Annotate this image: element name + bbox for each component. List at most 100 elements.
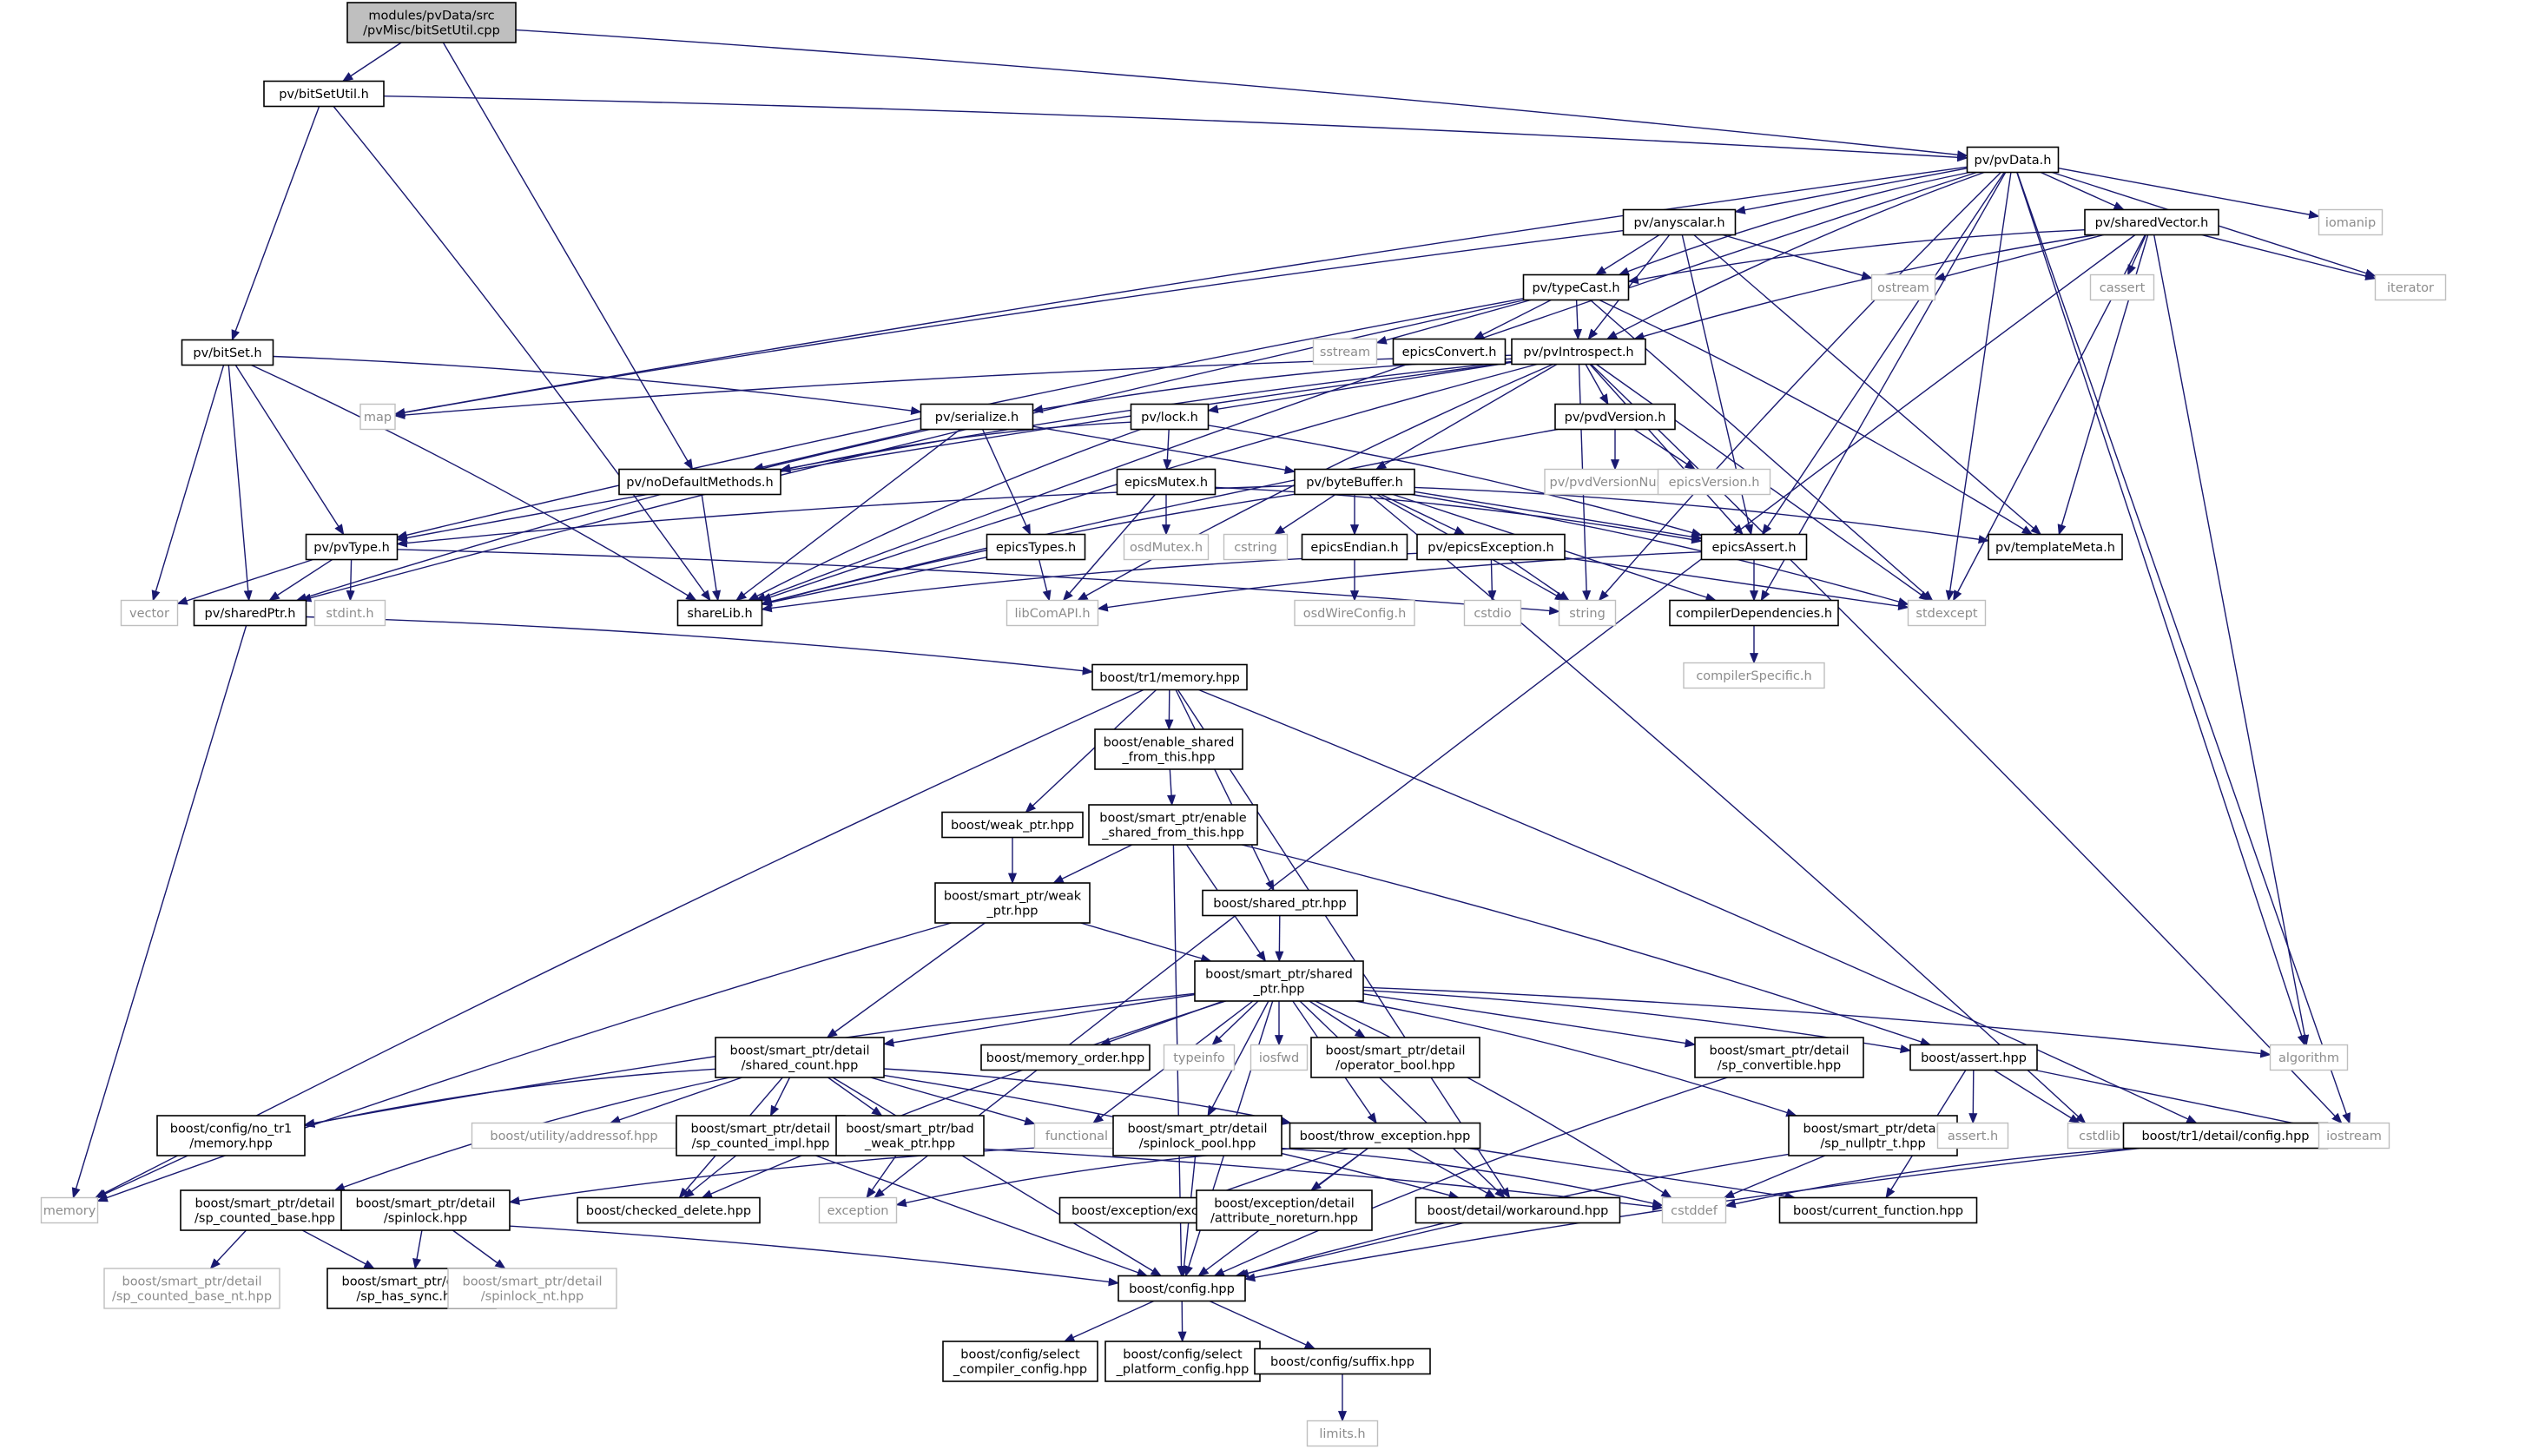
- node-spCountedImpl[interactable]: boost/smart_ptr/detail/sp_counted_impl.h…: [676, 1115, 846, 1156]
- node-lock[interactable]: pv/lock.h: [1130, 403, 1210, 431]
- node-compilerDep[interactable]: compilerDependencies.h: [1669, 599, 1839, 627]
- node-bitSet[interactable]: pv/bitSet.h: [181, 339, 274, 366]
- node-badWeakPtr[interactable]: boost/smart_ptr/bad_weak_ptr.hpp: [835, 1115, 985, 1156]
- node-label: pv/bitSetUtil.h: [279, 88, 369, 102]
- node-spSharedPtr[interactable]: boost/smart_ptr/shared_ptr.hpp: [1194, 960, 1364, 1002]
- node-box: [1683, 662, 1825, 689]
- node-workaround[interactable]: boost/detail/workaround.hpp: [1414, 1196, 1621, 1224]
- node-box: [1657, 468, 1771, 496]
- node-suffix[interactable]: boost/config/suffix.hpp: [1254, 1347, 1431, 1375]
- node-epicsAssert[interactable]: epicsAssert.h: [1700, 533, 1808, 561]
- node-layer: modules/pvData/src/pvMisc/bitSetUtil.cpp…: [40, 2, 2447, 1447]
- edge-root-to-noDefault: [442, 42, 694, 471]
- edge-tr1memory-to-weakPtr: [1025, 688, 1157, 814]
- node-sharedVector[interactable]: pv/sharedVector.h: [2084, 208, 2219, 236]
- node-epicsConvert[interactable]: epicsConvert.h: [1392, 338, 1507, 366]
- node-box: [618, 468, 781, 496]
- node-box: [1306, 1420, 1379, 1447]
- node-operatorBool[interactable]: boost/smart_ptr/detail/operator_bool.hpp: [1310, 1037, 1480, 1078]
- edge-throwException-to-workaround: [1407, 1147, 1497, 1199]
- edge-typeCast-to-templateMeta: [1599, 299, 2034, 536]
- node-throwException[interactable]: boost/throw_exception.hpp: [1289, 1122, 1481, 1150]
- edge-spCountedBase-to-spCountedBaseNt: [209, 1229, 247, 1269]
- node-label: iterator: [2387, 281, 2434, 295]
- node-osdMutex: osdMutex.h: [1123, 533, 1210, 561]
- node-epicsEndian[interactable]: epicsEndian.h: [1301, 533, 1408, 561]
- node-epicsTypes[interactable]: epicsTypes.h: [986, 533, 1086, 561]
- node-anyscalar[interactable]: pv/anyscalar.h: [1622, 208, 1737, 236]
- node-spinlock[interactable]: boost/smart_ptr/detail/spinlock.hpp: [340, 1189, 511, 1231]
- node-box: [1907, 599, 1987, 627]
- node-label: map: [364, 411, 392, 425]
- node-boostConfig[interactable]: boost/config.hpp: [1118, 1275, 1246, 1302]
- node-label: shareLib.h: [687, 607, 752, 621]
- edge-spEnableShared-to-boostAssert: [1241, 844, 1932, 1046]
- edge-tr1memory-to-sharedPtrHpp: [1175, 689, 1275, 892]
- edge-noDefault-to-shareLib: [701, 494, 722, 602]
- node-label: _weak_ptr.hpp: [864, 1136, 955, 1150]
- node-box: [1558, 599, 1617, 627]
- node-box: [715, 1037, 885, 1078]
- edge-pvType-to-sharedPtr: [268, 558, 333, 602]
- node-selectPlatform[interactable]: boost/config/select_platform_config.hpp: [1104, 1341, 1261, 1382]
- node-checkedDelete[interactable]: boost/checked_delete.hpp: [577, 1196, 761, 1224]
- node-box: [1694, 1037, 1864, 1078]
- node-noDefault[interactable]: pv/noDefaultMethods.h: [618, 468, 781, 496]
- node-shareLib[interactable]: shareLib.h: [676, 599, 763, 627]
- node-typeCast[interactable]: pv/typeCast.h: [1522, 273, 1630, 301]
- node-spNullptr[interactable]: boost/smart_ptr/detail/sp_nullptr_t.hpp: [1788, 1115, 1958, 1156]
- node-serialize[interactable]: pv/serialize.h: [920, 403, 1034, 431]
- node-spWeakPtr[interactable]: boost/smart_ptr/weak_ptr.hpp: [934, 882, 1091, 924]
- node-ostream: ostream: [1870, 273, 1936, 301]
- edge-spWeakPtr-to-spSharedPtr: [1080, 922, 1212, 963]
- node-label: iostream: [2326, 1130, 2382, 1143]
- edge-workaround-to-boostConfig: [1235, 1222, 1464, 1278]
- node-tr1Config[interactable]: boost/tr1/detail/config.hpp: [2122, 1122, 2329, 1150]
- node-spCountedBase[interactable]: boost/smart_ptr/detail/sp_counted_base.h…: [180, 1189, 350, 1231]
- node-root[interactable]: modules/pvData/src/pvMisc/bitSetUtil.cpp: [346, 2, 517, 43]
- node-sharedPtr[interactable]: pv/sharedPtr.h: [193, 599, 307, 627]
- node-pvType[interactable]: pv/pvType.h: [305, 533, 399, 561]
- node-attrNoreturn[interactable]: boost/exception/detail/attribute_noretur…: [1196, 1189, 1373, 1231]
- node-osdWireConfig: osdWireConfig.h: [1294, 599, 1415, 627]
- node-noTr1[interactable]: boost/config/no_tr1/memory.hpp: [156, 1115, 306, 1156]
- node-label: pv/sharedPtr.h: [205, 607, 296, 621]
- node-epicsMutex[interactable]: epicsMutex.h: [1116, 468, 1217, 496]
- node-label: epicsTypes.h: [996, 541, 1076, 555]
- node-sharedCount[interactable]: boost/smart_ptr/detail/shared_count.hpp: [715, 1037, 885, 1078]
- node-byteBuffer[interactable]: pv/byteBuffer.h: [1294, 468, 1415, 496]
- node-spConvertible[interactable]: boost/smart_ptr/detail/sp_convertible.hp…: [1694, 1037, 1864, 1078]
- edge-byteBuffer-to-stdexcept: [1411, 493, 1909, 606]
- node-box: [1163, 1044, 1236, 1071]
- node-stdint: stdint.h: [313, 599, 386, 627]
- node-spinlockPool[interactable]: boost/smart_ptr/detail/spinlock_pool.hpp: [1112, 1115, 1282, 1156]
- node-box: [359, 403, 396, 431]
- node-sharedPtrHpp[interactable]: boost/shared_ptr.hpp: [1202, 889, 1358, 917]
- node-pvData[interactable]: pv/pvData.h: [1966, 146, 2060, 174]
- node-pvdVersion[interactable]: pv/pvdVersion.h: [1554, 403, 1676, 431]
- node-pvIntrospect[interactable]: pv/pvIntrospect.h: [1511, 338, 1646, 366]
- edge-pvData-to-typeCast: [1618, 171, 1970, 276]
- node-currentFunction[interactable]: boost/current_function.hpp: [1778, 1196, 1978, 1224]
- node-boostAssert[interactable]: boost/assert.hpp: [1909, 1044, 2038, 1071]
- node-spEnableShared[interactable]: boost/smart_ptr/enable_shared_from_this.…: [1088, 804, 1258, 846]
- edge-sharedCount-to-boostConfig: [832, 1077, 1163, 1277]
- node-label: pv/pvIntrospect.h: [1523, 346, 1633, 359]
- node-label: boost/smart_ptr/shared: [1205, 967, 1353, 981]
- edge-tr1memory-to-enableShared: [1164, 689, 1174, 731]
- node-box: [1310, 1037, 1480, 1078]
- node-bitSetUtil[interactable]: pv/bitSetUtil.h: [263, 80, 385, 108]
- node-tr1memory[interactable]: boost/tr1/memory.hpp: [1091, 663, 1248, 691]
- node-memoryOrder[interactable]: boost/memory_order.hpp: [980, 1044, 1151, 1071]
- node-label: /spinlock.hpp: [384, 1211, 467, 1225]
- node-enableShared[interactable]: boost/enable_shared_from_this.hpp: [1094, 728, 1243, 770]
- node-label: epicsVersion.h: [1669, 476, 1760, 490]
- node-box: [120, 599, 179, 627]
- node-selectCompiler[interactable]: boost/config/select_compiler_config.hpp: [942, 1341, 1098, 1382]
- node-pvEpicsException[interactable]: pv/epicsException.h: [1416, 533, 1566, 561]
- node-templateMeta[interactable]: pv/templateMeta.h: [1988, 533, 2123, 561]
- node-weakPtr[interactable]: boost/weak_ptr.hpp: [941, 811, 1084, 839]
- node-label: boost/smart_ptr/detail: [729, 1044, 869, 1057]
- node-label: boost/smart_ptr/detail: [341, 1275, 481, 1288]
- edge-spEnableShared-to-spWeakPtr: [1052, 844, 1133, 884]
